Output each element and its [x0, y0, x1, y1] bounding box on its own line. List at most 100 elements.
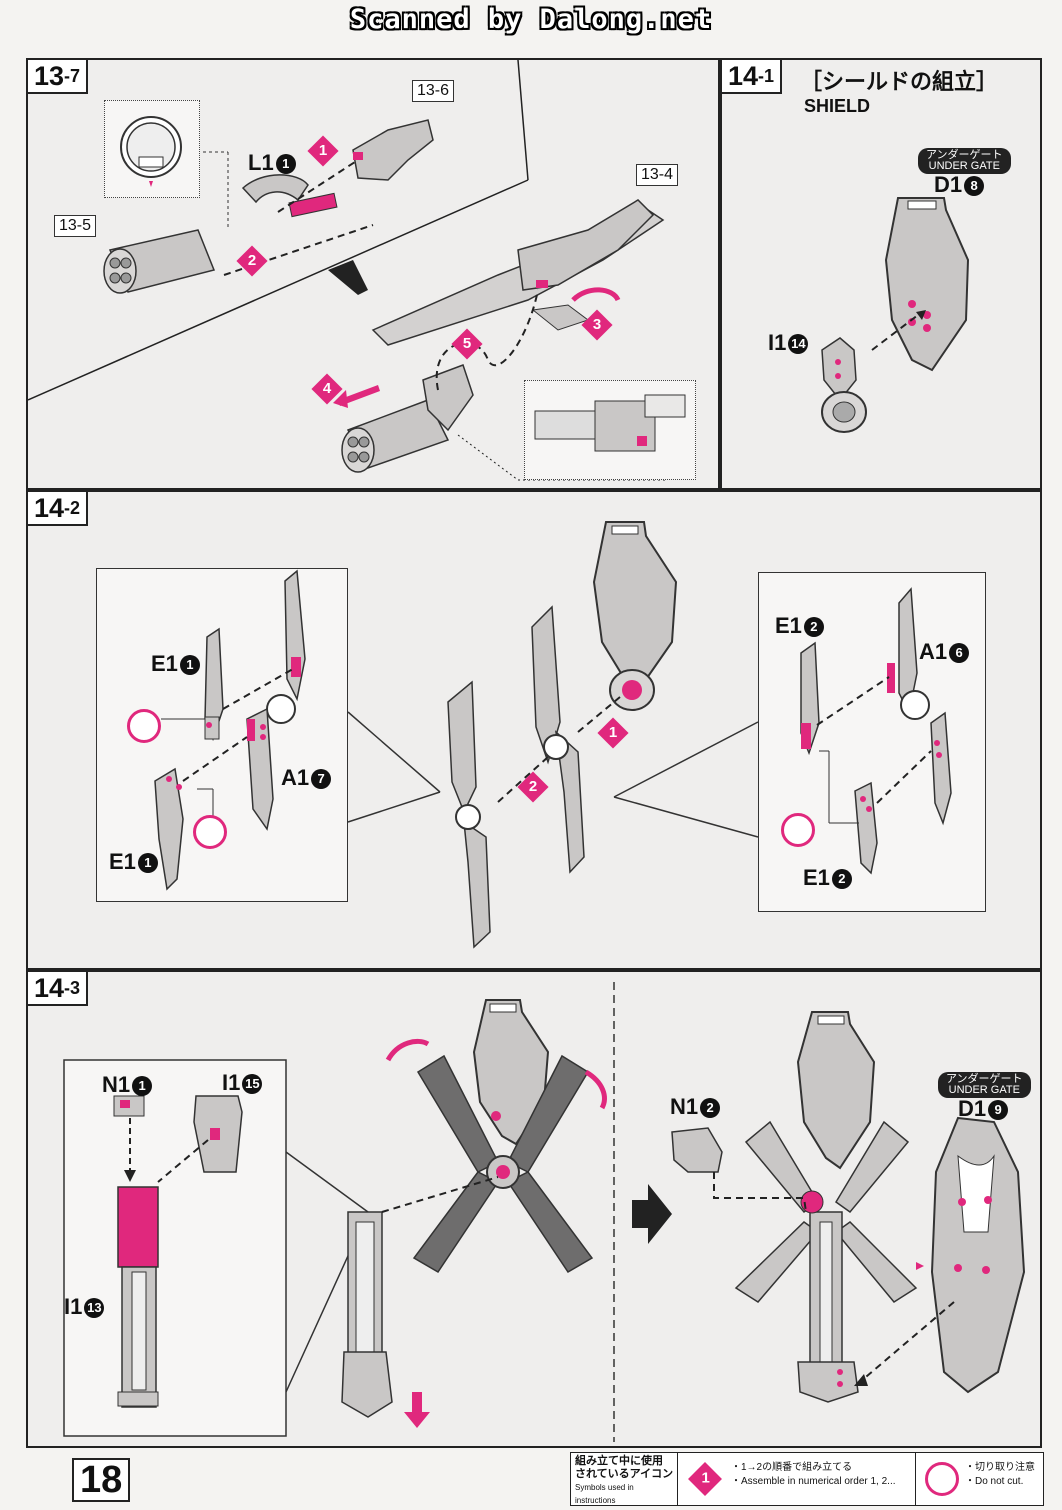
order-mark-4: 4: [311, 373, 343, 405]
part-number: 2: [700, 1098, 721, 1118]
barrel-part: [103, 229, 216, 294]
sight-detail-drawing: [120, 116, 182, 187]
gate-jp: アンダーゲート: [946, 1073, 1023, 1085]
legend-cut-en: ・Do not cut.: [965, 1476, 1024, 1487]
legend-divider: [677, 1453, 678, 1505]
step-label-13-7: 13-7: [26, 58, 89, 94]
no-cut-icon: [127, 709, 161, 743]
step-sub: -2: [64, 498, 81, 518]
order-number: 2: [247, 252, 257, 269]
section-title-jp: ［シールドの組立］: [800, 69, 999, 94]
legend-order-icon: 1: [688, 1462, 722, 1496]
step-sub: -3: [64, 978, 81, 998]
under-gate-badge: アンダーゲート UNDER GATE: [938, 1072, 1031, 1098]
order-number: 1: [608, 724, 618, 741]
gate-en: UNDER GATE: [928, 160, 1000, 172]
detail-box-sight: [104, 100, 200, 198]
legend-order-en: ・Assemble in numerical order 1, 2...: [731, 1476, 896, 1487]
part-number: 6: [949, 643, 970, 663]
order-number: 1: [318, 142, 328, 159]
panel-14-2: 14-2 1 2: [26, 490, 1042, 970]
scan-watermark: Scanned by Dalong.net: [349, 4, 713, 35]
part-label: E1: [151, 651, 178, 676]
detail-box-clip: [524, 380, 696, 480]
step-label-14-3: 14-3: [26, 970, 89, 1006]
order-mark-b1: 1: [597, 717, 629, 749]
part-label: E1: [803, 865, 830, 890]
section-title-en: SHIELD: [804, 96, 871, 116]
part-number: 1: [137, 853, 158, 873]
part-number: 2: [803, 617, 824, 637]
legend-no-cut-icon: [925, 1462, 959, 1496]
panel-14-3: 14-3: [26, 970, 1042, 1448]
order-mark-b2: 2: [517, 771, 549, 803]
step-sub: -7: [64, 66, 81, 86]
order-number: 5: [462, 335, 472, 352]
step-sub: -1: [758, 66, 775, 86]
order-number: 3: [592, 316, 602, 333]
step-number: 13: [34, 61, 65, 91]
gate-en: UNDER GATE: [948, 1084, 1020, 1096]
part-label: I1: [64, 1294, 83, 1319]
part-number: 15: [242, 1074, 263, 1094]
part-label: D1: [958, 1096, 987, 1121]
order-mark-3: 3: [581, 309, 613, 341]
clip-detail-drawing: [534, 394, 686, 452]
legend-divider: [915, 1453, 916, 1505]
panel-14-2-drawing: [347, 521, 759, 949]
part-number: 9: [988, 1100, 1009, 1120]
step-label-14-2: 14-2: [26, 490, 89, 526]
step-number: 14: [34, 973, 65, 1003]
part-number: 1: [132, 1076, 153, 1096]
part-label: A1: [919, 639, 948, 664]
part-label: N1: [670, 1094, 699, 1119]
part-label: I1: [768, 330, 787, 355]
part-number: 13: [84, 1298, 105, 1318]
under-gate-badge: アンダーゲート UNDER GATE: [918, 148, 1011, 174]
step-number: 14: [34, 493, 65, 523]
order-mark-5: 5: [451, 328, 483, 360]
order-number: 4: [322, 380, 332, 397]
legend-order-jp: ・1→2の順番で組み立てる: [731, 1462, 853, 1473]
muzzle-part: [352, 119, 434, 181]
icon-legend: 組み立て中に使用 されているアイコン Symbols used in instr…: [570, 1452, 1044, 1506]
ref-13-6: 13-6: [412, 80, 455, 102]
part-label: N1: [102, 1072, 131, 1097]
legend-cut-jp: ・切り取り注意: [965, 1462, 1035, 1473]
legend-order-text: ・1→2の順番で組み立てる ・Assemble in numerical ord…: [731, 1461, 896, 1489]
part-number: 2: [831, 869, 852, 889]
part-number: 1: [275, 154, 296, 174]
part-label: E1: [109, 849, 136, 874]
part-label: A1: [281, 765, 310, 790]
part-label: D1: [934, 172, 963, 197]
legend-title-en: Symbols used in instructions: [575, 1483, 634, 1505]
gate-jp: アンダーゲート: [926, 149, 1003, 161]
part-number: 7: [311, 769, 332, 789]
order-mark-2: 2: [236, 245, 268, 277]
order-mark-1: 1: [307, 135, 339, 167]
assembled-barrel: [341, 364, 474, 473]
legend-title-jp-1: 組み立て中に使用: [575, 1455, 663, 1467]
part-label: I1: [222, 1070, 241, 1095]
part-number: 8: [964, 176, 985, 196]
no-cut-icon: [781, 813, 815, 847]
step-number: 14: [728, 61, 759, 91]
panel-14-3-drawing: [63, 982, 1026, 1442]
part-number: 1: [179, 655, 200, 675]
legend-cut-text: ・切り取り注意 ・Do not cut.: [965, 1461, 1035, 1489]
part-number: 14: [788, 334, 809, 354]
ref-13-5: 13-5: [54, 215, 97, 237]
